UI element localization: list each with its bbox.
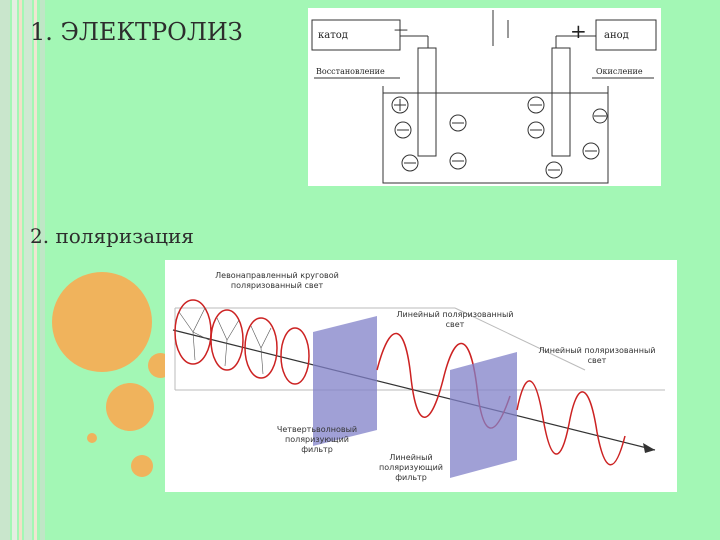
decor-circle-medium [106,383,154,431]
label-linear-filter: фильтр [395,473,427,482]
decor-circle-large [52,272,152,372]
heading-polarization: 2. поляризация [30,224,194,248]
electrolysis-diagram: катод анод Восстановление Окисление — + [308,8,661,186]
label-linear-light-1: свет [446,320,465,329]
label-linear-filter: Линейный [389,453,432,462]
ion-minus-icon [449,114,467,132]
minus-sign: — [394,22,408,38]
ion-minus-icon [527,96,545,114]
label-left-circular: Левонаправленный круговой [215,271,339,280]
arrow-icon [643,443,655,453]
plus-sign: + [570,19,587,43]
decor-stripe [19,0,22,540]
label-linear-light-1: Линейный поляризованный [397,310,514,319]
decor-stripe [24,0,32,540]
label-quarter-wave-filter: поляризующий [285,435,349,444]
ion-minus-icon [401,154,419,172]
decor-circle-small [131,455,153,477]
ion-plus-icon [391,96,409,114]
label-cathode: катод [318,30,348,41]
label-oxidation: Окисление [596,67,643,76]
ion-minus-icon [527,121,545,139]
label-left-circular: поляризованный свет [231,281,324,290]
label-quarter-wave-filter: фильтр [301,445,333,454]
label-linear-light-2: Линейный поляризованный [539,346,656,355]
label-linear-filter: поляризующий [379,463,443,472]
label-linear-light-2: свет [588,356,607,365]
ion-minus-icon [545,161,563,179]
quarter-wave-filter [313,316,377,446]
ion-minus-icon [449,152,467,170]
decor-stripe [12,0,17,540]
heading-electrolysis: 1. ЭЛЕКТРОЛИЗ [30,18,243,46]
ion-minus-icon [394,121,412,139]
linear-filter [450,352,517,478]
label-quarter-wave-filter: Четвертьволновый [277,425,357,434]
ion-minus-icon [592,108,608,124]
decor-circle-tiny [87,433,97,443]
decor-stripe [40,0,45,540]
polarization-diagram: Левонаправленный круговой поляризованный… [165,260,677,492]
decor-stripe [0,0,10,540]
ion-minus-icon [582,142,600,160]
label-anode: анод [604,30,629,41]
decor-stripe [34,0,37,540]
label-reduction: Восстановление [316,67,385,76]
